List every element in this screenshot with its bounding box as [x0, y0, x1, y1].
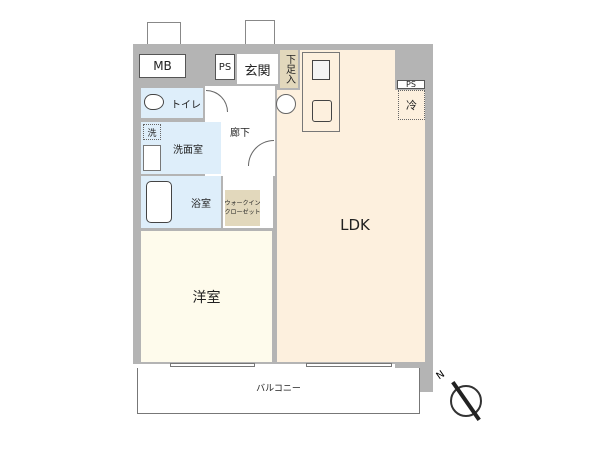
toilet-label: トイレ: [171, 99, 201, 111]
toilet-icon: [144, 94, 164, 110]
window-western: [170, 363, 255, 367]
ldk-label: LDK: [340, 216, 370, 234]
washbasin-icon: [143, 145, 161, 171]
bathroom-label: 浴室: [191, 198, 211, 210]
bathtub-icon: [146, 181, 172, 223]
mb-room: MB: [139, 54, 186, 78]
compass-north-label: N: [434, 368, 447, 383]
washroom-label: 洗面室: [173, 144, 203, 156]
ldk-room: [277, 90, 425, 362]
balcony-label: バルコニー: [256, 384, 301, 394]
western-room: 洋室: [141, 231, 272, 362]
shoe-storage: 下足入: [280, 50, 298, 88]
fridge-space: 冷: [398, 90, 425, 120]
washing-machine-space: 洗: [143, 124, 161, 140]
balcony: バルコニー: [137, 368, 420, 414]
window-ldk: [306, 363, 392, 367]
western-room-label: 洋室: [192, 289, 221, 306]
sink-icon: [312, 100, 332, 122]
genkan: 玄関: [237, 54, 278, 84]
compass-icon: [450, 385, 482, 417]
water-heater-icon: [276, 94, 296, 114]
ps-room-2: PS: [397, 80, 425, 89]
window-top-left: [147, 22, 181, 44]
walk-in-closet-label: ウォークイン クローゼット: [225, 190, 261, 226]
corridor-label: 廊下: [230, 127, 250, 139]
ps-room: PS: [215, 54, 235, 80]
stove-icon: [312, 60, 330, 80]
entrance-door: [245, 20, 275, 44]
